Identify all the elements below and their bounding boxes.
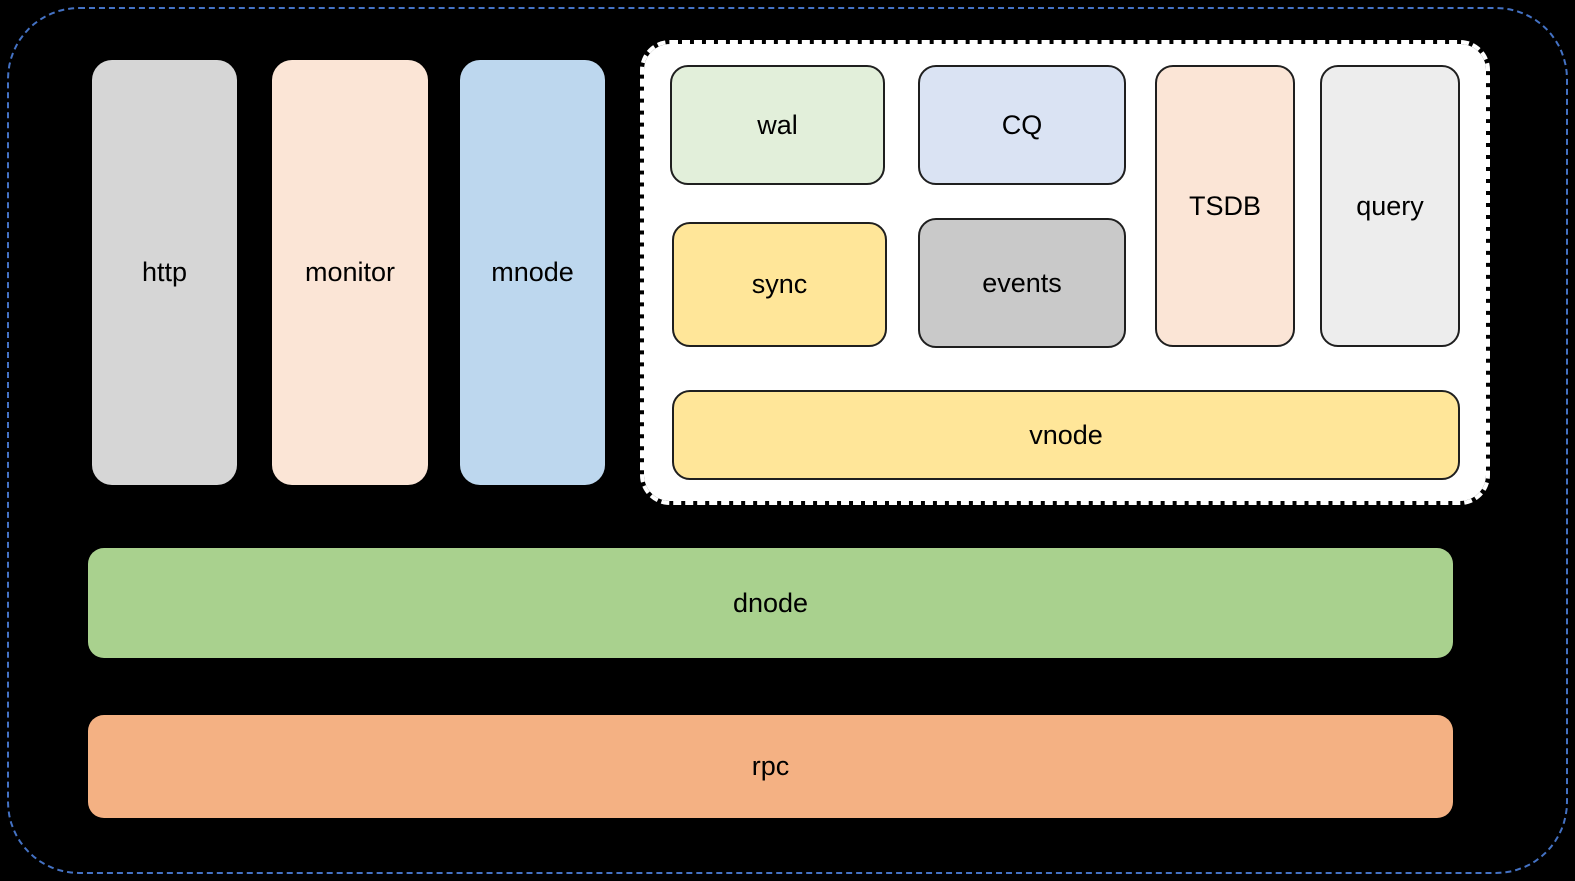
dnode-box: dnode bbox=[88, 548, 1453, 658]
wal-label: wal bbox=[757, 109, 798, 140]
sync-box: sync bbox=[672, 222, 887, 347]
wal-box: wal bbox=[670, 65, 885, 185]
http-box: http bbox=[92, 60, 237, 485]
sync-label: sync bbox=[751, 269, 808, 299]
tsdb-box: TSDB bbox=[1155, 65, 1295, 347]
cq-box: CQ bbox=[918, 65, 1126, 185]
query-box: query bbox=[1320, 65, 1460, 347]
events-label: events bbox=[982, 267, 1062, 298]
rpc-label: rpc bbox=[751, 751, 790, 781]
cq-label: CQ bbox=[1001, 109, 1043, 140]
http-label: http bbox=[141, 257, 188, 287]
mnode-box: mnode bbox=[460, 60, 605, 485]
rpc-box: rpc bbox=[88, 715, 1453, 818]
tsdb-label: TSDB bbox=[1188, 190, 1261, 221]
vnode-group-container: wal CQ sync events TSDB query vnode bbox=[640, 40, 1490, 505]
monitor-label: monitor bbox=[304, 257, 396, 287]
events-box: events bbox=[918, 218, 1126, 348]
vnode-label: vnode bbox=[1029, 419, 1103, 450]
vnode-box: vnode bbox=[672, 390, 1460, 480]
query-label: query bbox=[1356, 190, 1424, 221]
monitor-box: monitor bbox=[272, 60, 428, 485]
dnode-label: dnode bbox=[732, 587, 809, 618]
mnode-label: mnode bbox=[491, 257, 574, 287]
